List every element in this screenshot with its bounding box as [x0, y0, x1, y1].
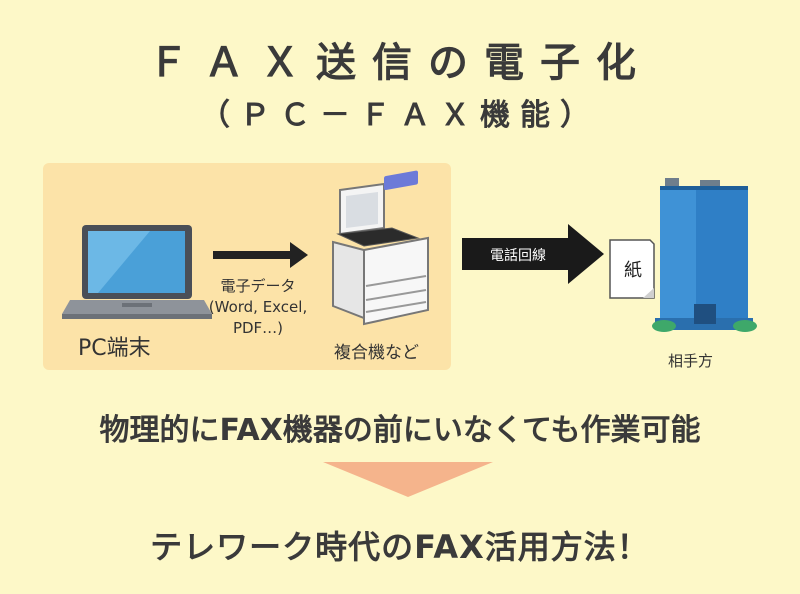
- arrow-right-icon: [213, 242, 308, 268]
- laptop-icon: [62, 225, 212, 319]
- page-subtitle: （ＰＣ－ＦＡＸ機能）: [200, 98, 600, 133]
- data-label-line: (Word, Excel,: [208, 298, 308, 316]
- benefit-text: 物理的にFAX機器の前にいなくても作業可能: [99, 413, 701, 448]
- electronic-data-label: 電子データ (Word, Excel, PDF…): [196, 276, 320, 339]
- data-label-line: PDF…): [232, 319, 284, 337]
- printer-icon: [332, 170, 429, 326]
- data-label-line: 電子データ: [220, 277, 296, 295]
- conclusion-text: テレワーク時代のFAX活用方法！: [150, 528, 650, 566]
- paper-icon: [609, 239, 655, 299]
- office-building-icon: [652, 178, 757, 332]
- pc-label: PC端末: [78, 336, 151, 361]
- phone-line-arrow: [462, 224, 604, 284]
- recipient-label: 相手方: [668, 352, 714, 370]
- page-title: ＦＡＸ送信の電子化: [148, 40, 652, 86]
- phone-line-label: 電話回線: [490, 248, 546, 264]
- mfp-label: 複合機など: [334, 343, 419, 363]
- paper-label: 紙: [624, 260, 642, 281]
- down-arrow-icon: [323, 462, 493, 497]
